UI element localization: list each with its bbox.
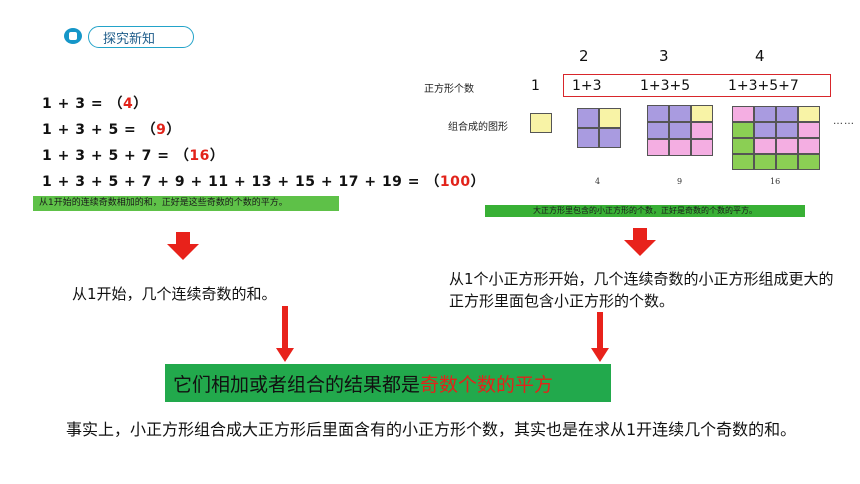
conclusion-text: 它们相加或者组合的结果都是奇数个数的平方 xyxy=(173,370,553,397)
square-3x3 xyxy=(647,105,713,156)
equation-close: ） xyxy=(470,174,486,190)
row-label-shape: 组合成的图形 xyxy=(448,122,508,133)
equation-2: 1 + 3 + 5 = （9） xyxy=(42,119,181,139)
caption-9: 9 xyxy=(677,177,683,186)
sequence-item-2: 1+3+5 xyxy=(640,78,691,94)
equation-close: ） xyxy=(133,96,148,112)
first-item: 1 xyxy=(531,78,540,94)
top-number-2: 2 xyxy=(579,47,589,65)
caption-4: 4 xyxy=(595,177,601,186)
section-tag: 探究新知 xyxy=(88,26,194,48)
equation-close: ） xyxy=(166,122,181,138)
equation-4: 1 + 3 + 5 + 7 + 9 + 11 + 13 + 15 + 17 + … xyxy=(42,171,485,191)
ellipsis: …… xyxy=(833,116,855,127)
row-label-count: 正方形个数 xyxy=(424,84,474,95)
sequence-item-3: 1+3+5+7 xyxy=(728,78,799,94)
square-1 xyxy=(530,113,552,133)
equation-1: 1 + 3 = （4） xyxy=(42,93,148,113)
equation-3: 1 + 3 + 5 + 7 = （16） xyxy=(42,145,224,165)
equation-close: ） xyxy=(209,148,225,164)
left-summary: 从1开始，几个连续奇数的和。 xyxy=(72,285,277,303)
chat-bubble-icon xyxy=(64,28,82,44)
equation-answer: 4 xyxy=(122,96,134,112)
top-number-3: 3 xyxy=(659,47,669,65)
square-2x2 xyxy=(577,108,621,148)
square-4x4 xyxy=(732,106,820,170)
conclusion-banner: 它们相加或者组合的结果都是奇数个数的平方 xyxy=(165,364,611,402)
left-note: 从1开始的连续奇数相加的和，正好是这些奇数的个数的平方。 xyxy=(33,196,339,211)
equation-expr: 1 + 3 + 5 + 7 + 9 + 11 + 13 + 15 + 17 + … xyxy=(42,174,440,190)
conclusion-prefix: 它们相加或者组合的结果都是 xyxy=(173,374,421,396)
equation-expr: 1 + 3 + 5 = （ xyxy=(42,122,157,138)
sequence-box xyxy=(563,74,831,97)
equation-answer: 9 xyxy=(156,122,167,138)
conclusion-highlight: 奇数个数的平方 xyxy=(420,374,554,396)
section-tag-label: 探究新知 xyxy=(103,32,156,47)
sequence-item-1: 1+3 xyxy=(572,78,602,94)
equation-expr: 1 + 3 = （ xyxy=(42,96,123,112)
top-number-4: 4 xyxy=(755,47,765,65)
right-summary: 从1个小正方形开始，几个连续奇数的小正方形组成更大的正方形里面包含小正方形的个数… xyxy=(449,270,834,310)
caption-16: 16 xyxy=(770,177,781,186)
equation-answer: 100 xyxy=(439,174,471,190)
right-note: 大正方形里包含的小正方形的个数，正好是奇数的个数的平方。 xyxy=(485,205,805,217)
footer-text: 事实上，小正方形组合成大正方形后里面含有的小正方形个数，其实也是在求从1开连续几… xyxy=(66,420,797,439)
equation-expr: 1 + 3 + 5 + 7 = （ xyxy=(42,148,190,164)
equation-answer: 16 xyxy=(189,148,210,164)
